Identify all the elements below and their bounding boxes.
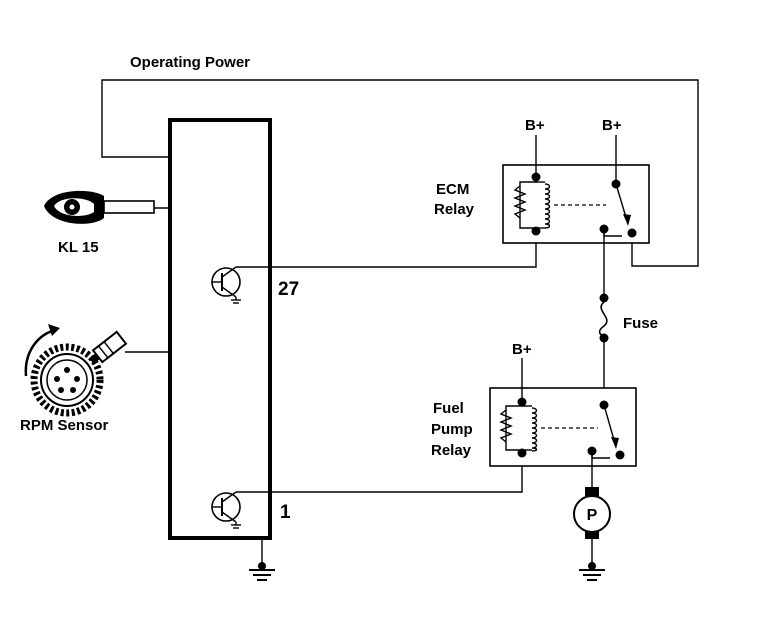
wire-27-to-ecm-relay [236, 231, 537, 268]
fuel-relay-b-plus: B+ [512, 341, 532, 358]
transistor-27-icon [211, 266, 241, 304]
fuel-pump-relay [489, 358, 637, 467]
ecm-relay-switch-b-plus: B+ [602, 117, 622, 134]
pin-1-label: 1 [280, 502, 291, 523]
ignition-key-icon [44, 190, 170, 224]
transistor-1-icon [211, 491, 241, 529]
operating-power-label: Operating Power [130, 54, 250, 71]
fuse-label: Fuse [623, 315, 658, 332]
fuel-relay-label-line2: Pump [431, 421, 473, 438]
ecm-ground-icon [249, 538, 275, 581]
rpm-sensor-label: RPM Sensor [20, 417, 109, 434]
pin-27-label: 27 [278, 279, 299, 300]
rpm-sensor-gear-icon [24, 324, 170, 417]
fuse-icon [598, 293, 609, 343]
fuel-relay-label-line1: Fuel [433, 400, 464, 417]
kl15-label: KL 15 [58, 239, 99, 256]
wire-1-to-fuel-relay [236, 453, 523, 493]
pump-symbol-label: P [587, 507, 598, 524]
ecm-relay-label-line2: Relay [434, 201, 475, 218]
ecm-control-module [168, 118, 272, 540]
ecm-relay-coil-b-plus: B+ [525, 117, 545, 134]
ecm-relay [502, 135, 650, 244]
ecm-relay-label-line1: ECM [436, 181, 469, 198]
fuel-relay-label-line3: Relay [431, 442, 472, 459]
fuel-pump-motor-icon [573, 487, 611, 581]
operating-power-wire [101, 79, 699, 267]
